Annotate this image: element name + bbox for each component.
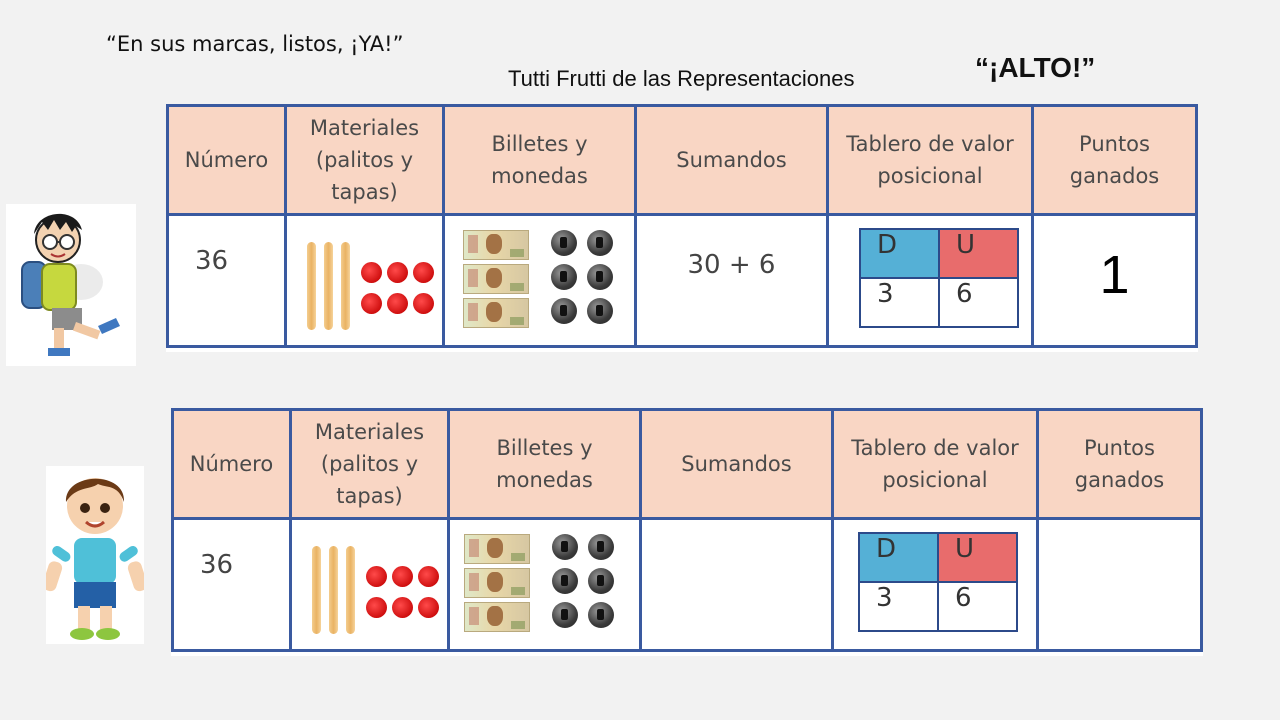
coin-icon [551, 230, 577, 256]
units-header: U [937, 532, 1018, 583]
materials-cell [284, 213, 445, 348]
place-value-cell: D U 3 6 [826, 213, 1034, 348]
popsicle-stick-icon [312, 546, 321, 634]
tens-header: D [858, 532, 939, 583]
number-value: 36 [200, 550, 234, 580]
representations-table-2: Número Materiales (palitos y tapas) Bill… [171, 408, 1203, 656]
slogan: “En sus marcas, listos, ¡YA!” [106, 32, 404, 56]
column-header-materials: Materiales (palitos y tapas) [289, 408, 450, 520]
coin-icon [551, 298, 577, 324]
bottle-cap-icon [387, 293, 408, 314]
bottle-cap-icon [387, 262, 408, 283]
banknote-icon [463, 298, 529, 328]
units-value: 6 [937, 581, 1018, 632]
coin-icon [587, 230, 613, 256]
banknote-icon [463, 264, 529, 294]
coin-icon [551, 264, 577, 290]
column-header-number: Número [171, 408, 292, 520]
column-header-bills-coins: Billetes y monedas [447, 408, 642, 520]
banknote-icon [464, 568, 530, 598]
popsicle-stick-icon [307, 242, 316, 330]
points-value: 1 [1099, 245, 1130, 305]
banknote-icon [464, 602, 530, 632]
addends-cell[interactable] [639, 517, 834, 652]
bills-coins-cell [447, 517, 642, 652]
bottle-cap-icon [366, 566, 387, 587]
bills-coins-cell [442, 213, 637, 348]
number-cell: 36 [171, 517, 292, 652]
bottle-cap-icon [366, 597, 387, 618]
coin-icon [588, 602, 614, 628]
bottle-cap-icon [413, 293, 434, 314]
points-cell: 1 [1031, 213, 1198, 348]
materials-cell [289, 517, 450, 652]
column-header-place-value: Tablero de valor posicional [831, 408, 1039, 520]
banknote-icon [463, 230, 529, 260]
place-value-board: D U 3 6 [859, 228, 1019, 328]
column-header-addends: Sumandos [639, 408, 834, 520]
popsicle-stick-icon [341, 242, 350, 330]
boy-smiling-icon [42, 466, 148, 644]
number-value: 36 [195, 246, 229, 276]
column-header-points: Puntos ganados [1031, 104, 1198, 216]
popsicle-stick-icon [329, 546, 338, 634]
addends-cell: 30 + 6 [634, 213, 829, 348]
coin-icon [587, 298, 613, 324]
place-value-board: D U 3 6 [858, 532, 1018, 632]
column-header-number: Número [166, 104, 287, 216]
coin-icon [588, 568, 614, 594]
coin-icon [552, 534, 578, 560]
bottle-cap-icon [361, 293, 382, 314]
representations-table-1: Número Materiales (palitos y tapas) Bill… [166, 104, 1198, 352]
bottle-cap-icon [418, 597, 439, 618]
banknote-icon [464, 534, 530, 564]
tens-value: 3 [858, 581, 939, 632]
stop-call: “¡ALTO!” [975, 52, 1096, 83]
coin-icon [552, 602, 578, 628]
units-value: 6 [938, 277, 1019, 328]
bottle-cap-icon [392, 566, 413, 587]
tens-header: D [859, 228, 940, 279]
bottle-cap-icon [413, 262, 434, 283]
boy-with-glasses-backpack-icon [6, 204, 136, 366]
popsicle-stick-icon [324, 242, 333, 330]
number-cell: 36 [166, 213, 287, 348]
coin-icon [588, 534, 614, 560]
bottle-cap-icon [361, 262, 382, 283]
coin-icon [587, 264, 613, 290]
coin-icon [552, 568, 578, 594]
slide-title: Tutti Frutti de las Representaciones [508, 66, 855, 91]
column-header-bills-coins: Billetes y monedas [442, 104, 637, 216]
column-header-place-value: Tablero de valor posicional [826, 104, 1034, 216]
column-header-materials: Materiales (palitos y tapas) [284, 104, 445, 216]
popsicle-stick-icon [346, 546, 355, 634]
column-header-points: Puntos ganados [1036, 408, 1203, 520]
units-header: U [938, 228, 1019, 279]
points-cell[interactable] [1036, 517, 1203, 652]
tens-value: 3 [859, 277, 940, 328]
bottle-cap-icon [392, 597, 413, 618]
addends-value: 30 + 6 [687, 250, 776, 280]
bottle-cap-icon [418, 566, 439, 587]
place-value-cell: D U 3 6 [831, 517, 1039, 652]
column-header-addends: Sumandos [634, 104, 829, 216]
